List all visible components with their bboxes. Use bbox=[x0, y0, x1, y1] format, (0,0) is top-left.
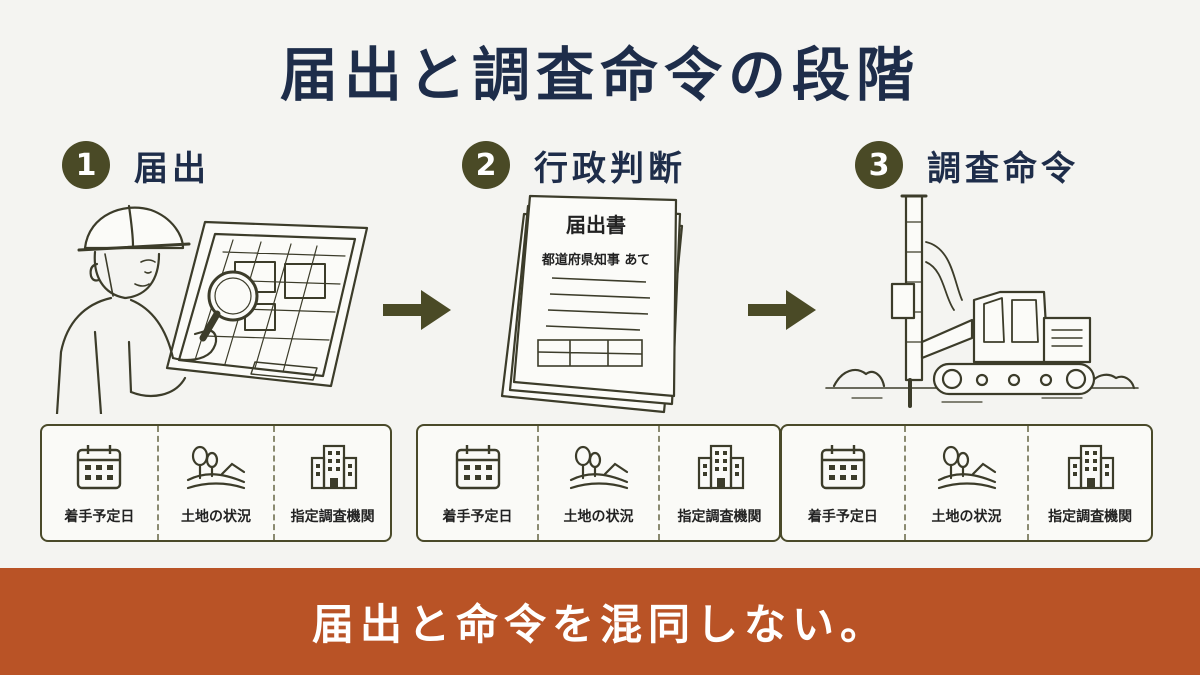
building-icon bbox=[310, 444, 357, 490]
step-1-number: 1 bbox=[62, 141, 110, 189]
step-2-header: 2 行政判断 bbox=[462, 140, 686, 190]
panel-item: 指定調査機関 bbox=[658, 426, 779, 540]
panel-item-label: 指定調査機関 bbox=[290, 509, 375, 525]
panel-item: 着手予定日 bbox=[418, 426, 537, 540]
calendar-icon bbox=[77, 445, 122, 490]
worker-inspecting-plan-illustration bbox=[55, 204, 369, 414]
right-arrow-icon bbox=[748, 290, 816, 330]
right-arrow-icon bbox=[383, 290, 451, 330]
step-2-requirements-panel: 着手予定日 土地の状況 指定調査機関 bbox=[416, 424, 781, 542]
panel-item-label: 土地の状況 bbox=[563, 509, 634, 525]
step-1-requirements-panel: 着手予定日 土地の状況 指定調査機関 bbox=[40, 424, 392, 542]
panel-item: 土地の状況 bbox=[156, 426, 274, 540]
banner-message: 届出と命令を混同しない。 bbox=[311, 600, 888, 649]
step-1-label: 届出 bbox=[134, 148, 210, 189]
landscape-icon bbox=[186, 445, 246, 490]
panel-item: 指定調査機関 bbox=[273, 426, 390, 540]
calendar-icon bbox=[820, 445, 866, 490]
panel-item-label: 指定調査機関 bbox=[1048, 509, 1133, 525]
step-3-label: 調査命令 bbox=[927, 148, 1079, 189]
panel-item-label: 土地の状況 bbox=[931, 509, 1002, 525]
step-3-number: 3 bbox=[855, 141, 903, 189]
panel-item: 土地の状況 bbox=[537, 426, 658, 540]
calendar-icon bbox=[455, 445, 500, 490]
notification-form-document-illustration: 届出書 都道府県知事 あて bbox=[500, 194, 684, 414]
panel-item: 土地の状況 bbox=[903, 426, 1028, 540]
building-icon bbox=[697, 444, 744, 490]
landscape-icon bbox=[937, 445, 996, 490]
panel-item-label: 土地の状況 bbox=[181, 509, 251, 525]
landscape-icon bbox=[569, 445, 628, 490]
panel-item: 着手予定日 bbox=[782, 426, 904, 540]
step-3-header: 3 調査命令 bbox=[855, 140, 1079, 190]
bottom-banner: 届出と命令を混同しない。 bbox=[0, 568, 1200, 675]
drilling-rig-illustration bbox=[825, 194, 1139, 408]
panel-item-label: 着手予定日 bbox=[442, 509, 513, 525]
document-heading: 届出書 bbox=[566, 213, 626, 237]
panel-item: 指定調査機関 bbox=[1027, 426, 1151, 540]
step-3-requirements-panel: 着手予定日 土地の状況 指定調査機関 bbox=[780, 424, 1153, 542]
panel-item: 着手予定日 bbox=[42, 426, 157, 540]
step-2-number: 2 bbox=[462, 141, 510, 189]
step-1-header: 1 届出 bbox=[62, 140, 210, 190]
document-addressee: 都道府県知事 あて bbox=[541, 252, 650, 268]
step-2-label: 行政判断 bbox=[534, 148, 686, 189]
building-icon bbox=[1068, 444, 1115, 490]
panel-item-label: 着手予定日 bbox=[64, 509, 135, 525]
page-title: 届出と調査命令の段階 bbox=[279, 41, 920, 109]
panel-item-label: 指定調査機関 bbox=[677, 509, 762, 525]
panel-item-label: 着手予定日 bbox=[807, 509, 878, 525]
